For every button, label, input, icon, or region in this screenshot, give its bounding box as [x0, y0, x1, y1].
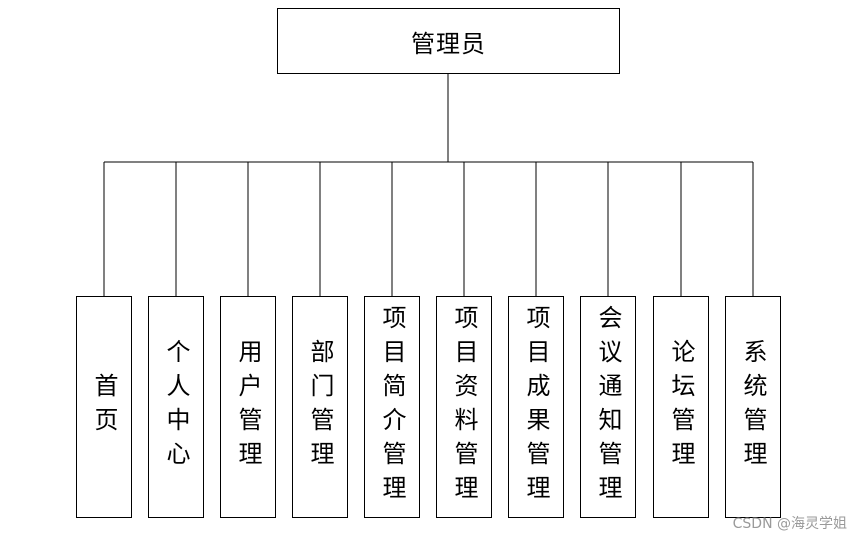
- root-node-label: 管理员: [411, 29, 486, 58]
- node-project-results-management: 项目成果管理: [508, 296, 564, 518]
- node-label: 个人中心: [162, 339, 190, 475]
- csdn-watermark: CSDN @海灵学姐: [732, 516, 847, 532]
- node-personal-center: 个人中心: [148, 296, 204, 518]
- node-department-management: 部门管理: [292, 296, 348, 518]
- node-project-intro-management: 项目简介管理: [364, 296, 420, 518]
- node-user-management: 用户管理: [220, 296, 276, 518]
- node-meeting-notice-management: 会议通知管理: [580, 296, 636, 518]
- node-label: 部门管理: [306, 339, 334, 475]
- node-label: 用户管理: [234, 339, 262, 475]
- node-home: 首页: [76, 296, 132, 518]
- node-label: 论坛管理: [667, 339, 695, 475]
- node-label: 会议通知管理: [594, 305, 622, 509]
- node-label: 项目成果管理: [522, 305, 550, 509]
- node-label: 项目资料管理: [450, 305, 478, 509]
- node-forum-management: 论坛管理: [653, 296, 709, 518]
- node-system-management: 系统管理: [725, 296, 781, 518]
- node-label: 首页: [90, 373, 118, 441]
- root-node-admin: 管理员: [277, 8, 620, 74]
- node-label: 系统管理: [739, 339, 767, 475]
- node-project-materials-management: 项目资料管理: [436, 296, 492, 518]
- node-label: 项目简介管理: [378, 305, 406, 509]
